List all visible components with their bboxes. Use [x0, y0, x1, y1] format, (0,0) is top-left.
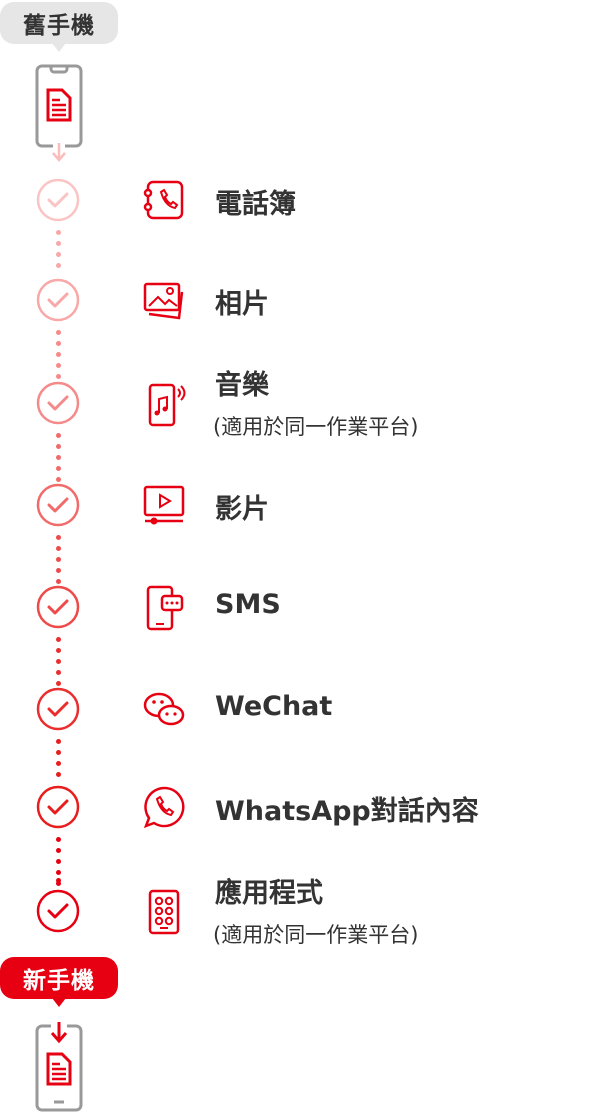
step-label: WeChat [215, 691, 333, 722]
step-label: 電話簿 [215, 189, 296, 220]
connector-dot [56, 878, 61, 883]
step-note: (適用於同一作業平台) [213, 923, 419, 947]
connector-dot [56, 739, 61, 744]
connector-dot [56, 230, 61, 235]
connector-dot [56, 466, 61, 471]
new-phone-label: 新手機 [0, 957, 118, 1007]
connector-dot [56, 433, 61, 438]
check-circle-icon [36, 483, 80, 527]
new-phone-icon [35, 1022, 83, 1112]
check-circle-icon [36, 178, 80, 222]
check-circle-icon [36, 687, 80, 731]
connector-dot [56, 848, 61, 853]
connector-dot [56, 750, 61, 755]
connector-dot [56, 477, 61, 482]
check-circle-icon [36, 785, 80, 829]
connector-dot [56, 870, 61, 875]
connector-dot [56, 659, 61, 664]
music-phone-icon [148, 383, 186, 427]
step-label: 相片 [215, 289, 269, 320]
step-note: (適用於同一作業平台) [213, 415, 419, 439]
wechat-icon [143, 692, 185, 726]
arrow-down-icon [52, 143, 66, 162]
step-label: 影片 [215, 494, 269, 525]
check-circle-icon [36, 381, 80, 425]
connector-dot [56, 772, 61, 777]
old-phone-label: 舊手機 [0, 2, 118, 52]
connector-dot [56, 352, 61, 357]
connector-dot [56, 455, 61, 460]
old-phone-icon [35, 64, 83, 148]
step-label: SMS [215, 589, 281, 620]
connector-dot [56, 241, 61, 246]
connector-dot [56, 579, 61, 584]
connector-dot [56, 881, 61, 886]
connector-dot [56, 568, 61, 573]
connector-dot [56, 363, 61, 368]
apps-icon [148, 889, 180, 935]
whatsapp-icon [143, 786, 185, 829]
connector-dot [56, 263, 61, 268]
step-label: WhatsApp對話內容 [215, 796, 479, 827]
connector-dot [56, 557, 61, 562]
sms-icon [146, 585, 184, 631]
step-label: 音樂 [215, 370, 269, 401]
phonebook-icon [143, 180, 184, 220]
connector-dot [56, 374, 61, 379]
connector-dot [56, 330, 61, 335]
connector-dot [56, 546, 61, 551]
step-label: 應用程式 [215, 878, 323, 909]
photos-icon [143, 282, 184, 320]
check-circle-icon [36, 585, 80, 629]
connector-dot [56, 681, 61, 686]
check-circle-icon [36, 889, 80, 933]
connector-dot [56, 637, 61, 642]
connector-dot [56, 341, 61, 346]
connector-dot [56, 252, 61, 257]
connector-dot [56, 535, 61, 540]
connector-dot [56, 648, 61, 653]
connector-dot [56, 670, 61, 675]
connector-dot [56, 761, 61, 766]
video-icon [143, 485, 185, 525]
connector-dot [56, 837, 61, 842]
connector-dot [56, 444, 61, 449]
check-circle-icon [36, 278, 80, 322]
connector-dot [56, 859, 61, 864]
